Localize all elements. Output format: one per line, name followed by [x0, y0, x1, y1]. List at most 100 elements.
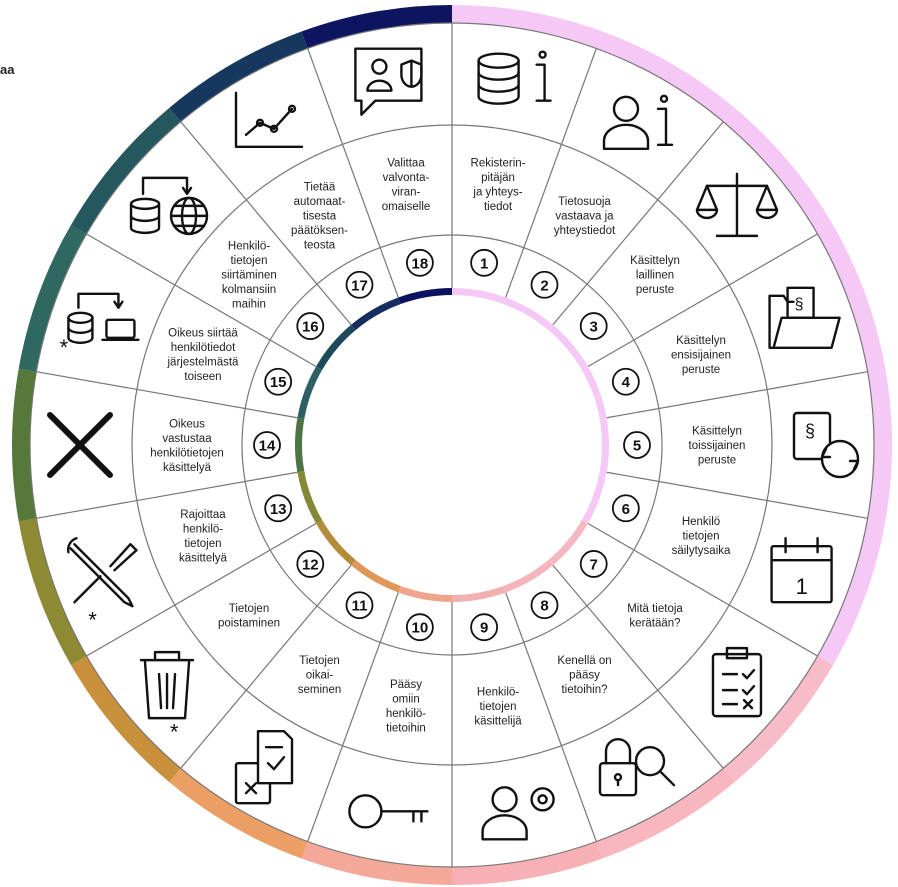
- segment-label-line: käsittelyä: [179, 552, 228, 564]
- person-gear-icon: [481, 786, 555, 841]
- segment-label-line: peruste: [698, 455, 736, 467]
- segment-label-line: Valittaa: [387, 157, 425, 169]
- number-badge: [264, 494, 293, 523]
- number-label: 9: [480, 620, 488, 637]
- segment-label-line: tietojen: [230, 255, 267, 267]
- segment-divider: [587, 233, 818, 368]
- outer-band-segment: [452, 841, 603, 885]
- number-badge: [579, 312, 608, 340]
- segment-label-line: peruste: [682, 364, 720, 376]
- segment-divider: [180, 564, 352, 769]
- number-label: 7: [590, 556, 598, 573]
- segment-label-line: järjestelmästä: [167, 357, 240, 369]
- inner-band-segment: [351, 559, 401, 593]
- inner-band-segment: [599, 417, 609, 473]
- outer-band-segment: [169, 768, 308, 859]
- segment-label-line: vastaava ja: [555, 211, 614, 223]
- asterisk-mark: *: [170, 720, 179, 745]
- segment-label-line: viran-: [392, 186, 421, 198]
- segment-divider: [606, 371, 868, 419]
- number-label: 6: [622, 501, 630, 518]
- number-badge: [611, 494, 640, 523]
- number-label: 3: [590, 319, 598, 336]
- segment-label-line: Mitä tietoja: [627, 603, 683, 615]
- segment-divider: [587, 522, 818, 657]
- outer-band-segment: [817, 225, 886, 372]
- outer-band-segment: [18, 225, 87, 372]
- number-badge: [611, 367, 640, 396]
- asterisk-mark: *: [88, 607, 97, 632]
- number-badge: [296, 550, 325, 578]
- inner-color-ring: [295, 288, 609, 602]
- number-badge: [530, 591, 559, 620]
- segment-divider: [36, 471, 298, 519]
- segment-label-line: maihin: [232, 299, 266, 311]
- outer-band-segment: [70, 107, 181, 234]
- number-label: 4: [622, 374, 631, 391]
- segment-label-line: Oikeus: [169, 418, 205, 430]
- segment-label-line: poistaminen: [218, 618, 280, 630]
- segment-label-line: henkilö-: [386, 708, 426, 720]
- segment-label-line: Pääsy: [390, 679, 422, 691]
- number-label: 17: [351, 277, 368, 294]
- segment-label-line: käsittelyä: [163, 462, 212, 474]
- calendar-icon: 1: [770, 537, 833, 604]
- number-label: 8: [540, 598, 548, 615]
- segment-label-line: Henkilö-: [477, 686, 519, 698]
- segment-divider: [505, 592, 597, 842]
- segment-label-line: peruste: [636, 284, 674, 296]
- segment-label-line: Käsittelyn: [692, 426, 742, 438]
- number-label: 5: [633, 438, 641, 455]
- paragraph-cycle-icon: §: [792, 411, 860, 479]
- outer-color-ring: [12, 5, 892, 885]
- inner-band-segment: [398, 288, 452, 305]
- outer-band-segment: [452, 5, 603, 49]
- segment-label-line: käsittelijä: [474, 715, 522, 727]
- person-info-icon: [602, 94, 674, 151]
- paragraph-folder-icon: §: [768, 286, 841, 349]
- inner-band-segment: [452, 288, 506, 305]
- segment-label-line: tietoihin: [386, 723, 426, 735]
- svg-text:1: 1: [796, 574, 808, 599]
- segment-label-line: tisesta: [303, 211, 337, 223]
- number-label: 11: [352, 598, 368, 615]
- outer-band-segment: [596, 31, 735, 122]
- tools-icon: [66, 537, 138, 608]
- segment-label-line: henkilö-: [183, 523, 223, 535]
- number-badge: [264, 367, 293, 396]
- inner-band-segment: [316, 520, 356, 566]
- outer-band-segment: [12, 368, 37, 522]
- line-chart-icon: [234, 91, 304, 149]
- number-badge: [296, 312, 325, 340]
- outer-band-segment: [70, 656, 181, 783]
- segment-label-line: Käsittelyn: [676, 335, 726, 347]
- number-badge: [579, 550, 608, 578]
- segment-label-line: Rekisterin-: [471, 157, 526, 169]
- database-info-icon: [477, 50, 552, 105]
- segment-label-line: Henkilö: [682, 516, 720, 528]
- person-shield-icon: [354, 47, 423, 116]
- cross-icon: [47, 412, 113, 478]
- segment-divider: [505, 48, 597, 298]
- inner-band-segment: [297, 366, 323, 419]
- inner-band-segment: [452, 585, 506, 602]
- number-badge: [405, 248, 434, 277]
- corner-text: aa: [0, 62, 15, 77]
- segment-label-line: Kenellä on: [557, 655, 611, 667]
- segment-label-line: tiedot: [484, 201, 513, 213]
- inner-band-segment: [398, 585, 452, 602]
- outer-band-segment: [817, 518, 886, 665]
- segment-label-line: omaiselle: [382, 201, 431, 213]
- scales-icon: [695, 172, 779, 238]
- segment-label-line: oikai-: [306, 669, 334, 681]
- inner-band-segment: [316, 324, 356, 370]
